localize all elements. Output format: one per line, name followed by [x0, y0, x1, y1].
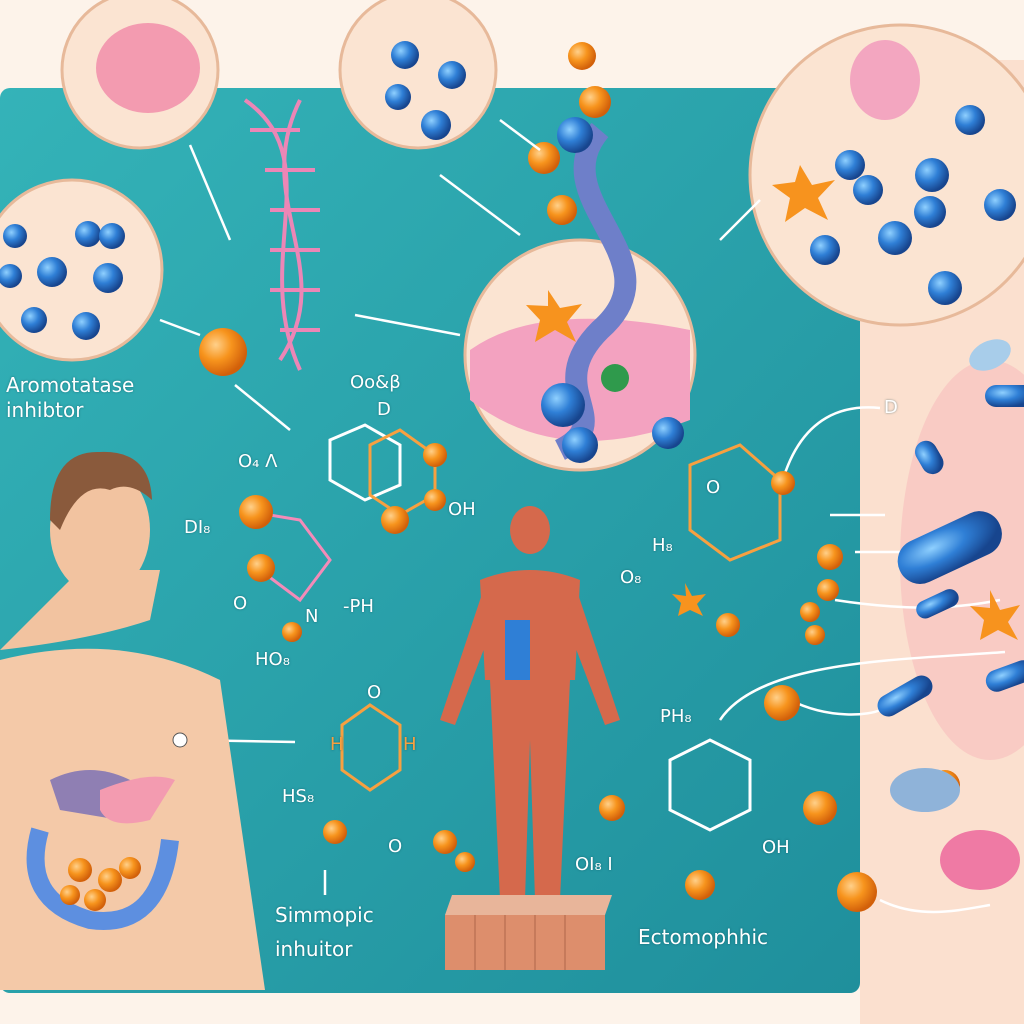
chem-label: D: [884, 397, 898, 418]
chem-label: HS₈: [282, 786, 315, 807]
chem-label: N: [305, 606, 319, 627]
aromatase-label-line2: inhibtor: [6, 398, 84, 422]
orange-atom-chain: [528, 42, 611, 225]
chem-label: HO₈: [255, 649, 290, 670]
chem-label: O: [706, 477, 721, 498]
dna-cell-inset: [463, 122, 697, 472]
chem-label: D: [377, 399, 391, 420]
chem-label: H₈: [652, 535, 673, 556]
muscle-figure: [440, 506, 620, 900]
chem-label: PH₈: [660, 706, 692, 727]
chem-label: OH: [448, 499, 476, 520]
cell-inset-left: [0, 178, 164, 362]
cell-inset-right: [748, 23, 1024, 327]
chem-label: O: [367, 682, 382, 703]
pedestal: [445, 895, 612, 970]
pill-capsules: [672, 339, 1024, 890]
chem-label: DI₈: [184, 517, 211, 538]
chem-label: O₈: [620, 567, 642, 588]
chem-label: OH: [762, 837, 790, 858]
simmopic-label-line2: inhuitor: [275, 937, 353, 961]
chem-label: H: [403, 734, 417, 755]
aromatase-label-line1: Aromotatase: [6, 373, 135, 397]
tissue-inset: [60, 0, 220, 150]
chem-label: H: [330, 734, 344, 755]
chem-label: OI₈ I: [575, 854, 613, 875]
molecule-inset: [338, 0, 498, 150]
chem-label: O: [388, 836, 403, 857]
chem-label: -PH: [343, 596, 374, 617]
pink-dna-helix: [243, 98, 320, 371]
orange-atoms: [199, 328, 960, 912]
chem-label: O₄ Λ: [238, 451, 278, 472]
simmopic-label-line1: Simmopic: [275, 903, 374, 927]
man-figure: [0, 451, 265, 990]
chem-label: O: [233, 593, 248, 614]
flow-arrows: [159, 119, 1006, 914]
ectomophhic-label: Ectomophhic: [638, 925, 769, 949]
chem-label: Oo&β: [350, 372, 401, 393]
